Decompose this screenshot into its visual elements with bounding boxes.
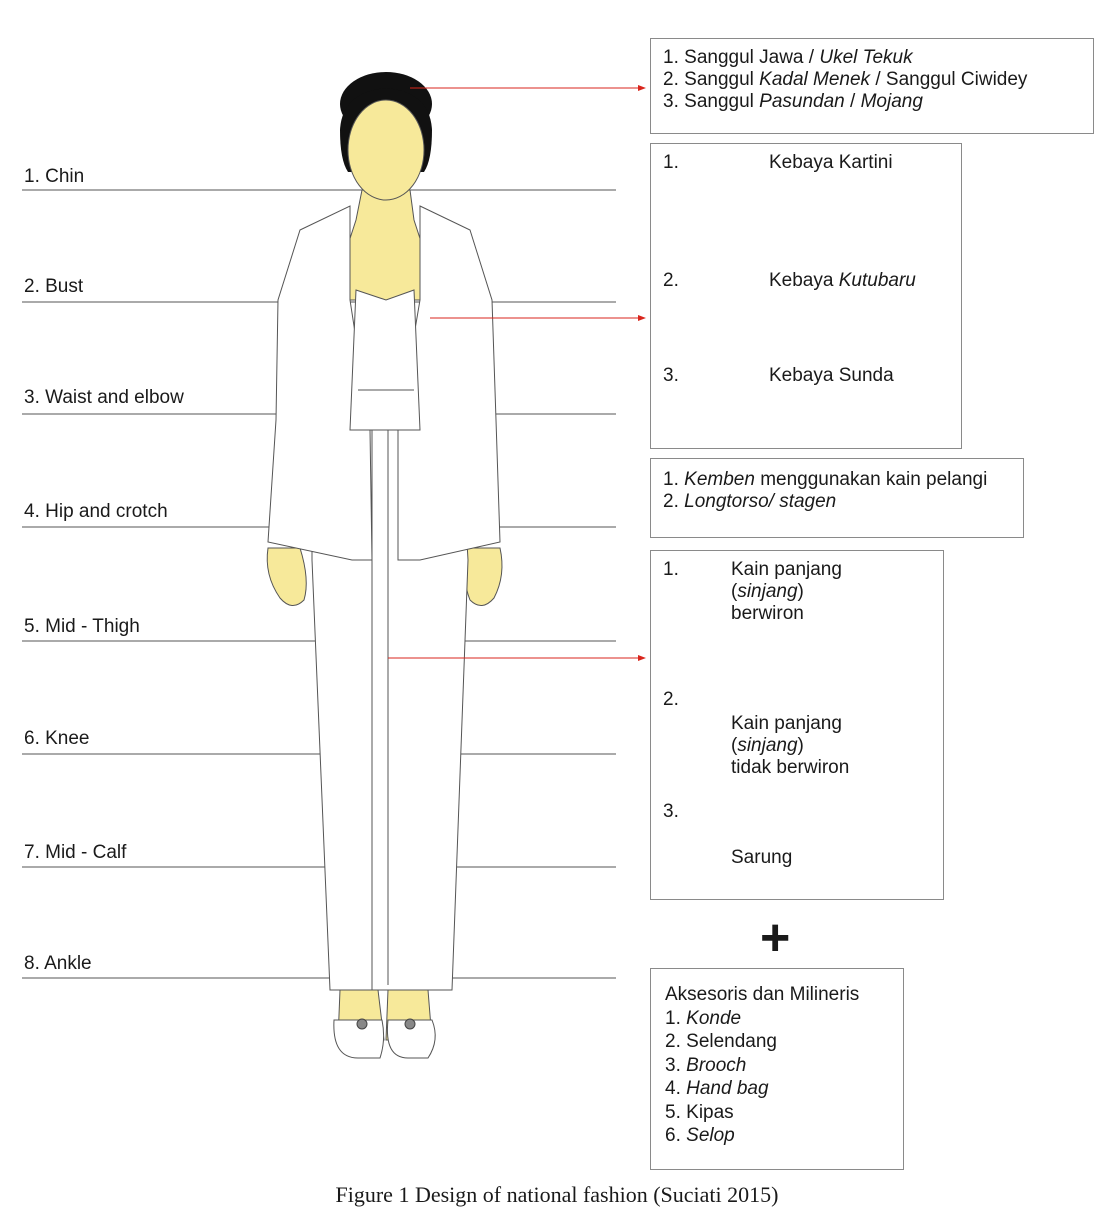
hair-arrow-head	[638, 85, 646, 91]
accessories-title: Aksesoris dan Milineris	[665, 984, 860, 1005]
level-label-mid-thigh: 5. Mid - Thigh	[24, 616, 140, 637]
right-hand	[463, 547, 503, 606]
level-label-waist: 3. Waist and elbow	[24, 387, 184, 408]
level-label-knee: 6. Knee	[24, 728, 90, 749]
hairstyle-item: 2. Sanggul Kadal Menek / Sanggul Ciwidey	[663, 69, 1028, 90]
level-label-hip: 4. Hip and crotch	[24, 501, 168, 522]
left-sandal	[333, 1019, 385, 1059]
accessory-item: 4. Hand bag	[665, 1078, 769, 1099]
left-hand	[266, 547, 307, 606]
level-label-bust: 2. Bust	[24, 276, 84, 297]
level-label-ankle: 8. Ankle	[24, 953, 92, 974]
underwear-item: 2. Longtorso/ stagen	[663, 491, 837, 512]
hairstyle-item: 3. Sanggul Pasundan / Mojang	[663, 91, 923, 112]
plus-sign: +	[760, 909, 791, 967]
right-sandal-ornament	[404, 1018, 416, 1030]
skirt-arrow-head	[638, 655, 646, 661]
right-sandal	[386, 1019, 436, 1059]
kebaya-box: 1. Kebaya Kartini 2. Kebaya Kutubaru 3. …	[650, 143, 962, 449]
hairstyle-box: 1. Sanggul Jawa / Ukel Tekuk 2. Sanggul …	[650, 38, 1094, 134]
accessory-item: 2. Selendang	[665, 1031, 778, 1052]
face	[347, 99, 425, 201]
accessory-item: 1. Konde	[665, 1007, 742, 1029]
kebaya-drawing	[267, 205, 373, 561]
level-label-chin: 1. Chin	[24, 166, 85, 187]
underwear-box: 1. Kemben menggunakan kain pelangi 2. Lo…	[650, 458, 1024, 538]
underwear-item: 1. Kemben menggunakan kain pelangi	[663, 469, 988, 490]
skirt-box: 1. Kain panjang (sinjang) berwiron 2. Ka…	[650, 550, 944, 900]
accessory-item: 6. Selop	[665, 1125, 735, 1146]
kebaya-inner	[349, 289, 421, 431]
callout-arrows	[388, 85, 646, 661]
accessory-item: 5. Kipas	[665, 1101, 734, 1123]
figure-caption: Figure 1 Design of national fashion (Suc…	[335, 1182, 779, 1207]
level-label-mid-calf: 7. Mid - Calf	[24, 842, 127, 863]
kebaya-arrow-head	[638, 315, 646, 321]
left-sandal-ornament	[356, 1018, 368, 1030]
accessory-item: 3. Brooch	[665, 1054, 747, 1076]
hairstyle-item: 1. Sanggul Jawa / Ukel Tekuk	[663, 47, 913, 68]
accessories-box: Aksesoris dan Milineris 1. Konde 2. Sele…	[650, 968, 904, 1170]
